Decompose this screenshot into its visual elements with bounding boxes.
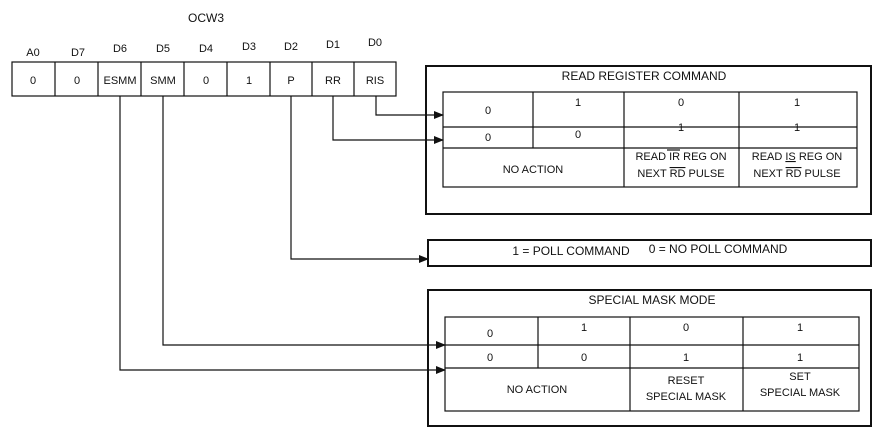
special-mask-no-action: NO ACTION	[507, 384, 568, 396]
register-cell-d7: 0	[74, 75, 80, 87]
special-mask-r1c3: 0	[683, 322, 689, 334]
bit-header-d7: D7	[71, 47, 85, 59]
read-is-reg-line1: READ IS REG ON	[752, 151, 843, 163]
special-mask-r2c1: 0	[487, 352, 493, 364]
reset-special-mask-line2: SPECIAL MASK	[646, 391, 727, 403]
read-register-r2c3: 1	[678, 122, 684, 134]
bit-headers: A0 D7 D6 D5 D4 D3 D2 D1 D0	[26, 37, 382, 59]
special-mask-r2c2: 0	[581, 352, 587, 364]
read-register-r2c1: 0	[485, 132, 491, 144]
bit-header-d3: D3	[242, 41, 256, 53]
register-cell-ris: RIS	[366, 75, 384, 87]
connector-smm	[162, 96, 446, 349]
register-cell-rr: RR	[325, 75, 341, 87]
read-register-r1c3: 0	[678, 97, 684, 109]
register-cell-a0: 0	[30, 75, 36, 87]
special-mask-r1c4: 1	[797, 322, 803, 334]
reset-special-mask-line1: RESET	[668, 375, 705, 387]
register-cell-smm: SMM	[150, 75, 176, 87]
register-cell-p: P	[287, 75, 294, 87]
bit-header-d2: D2	[284, 41, 298, 53]
bit-header-d0: D0	[368, 37, 382, 49]
special-mask-r2c4: 1	[797, 352, 803, 364]
register-cell-d3: 1	[246, 75, 252, 87]
rd-overline-text-2: RD	[786, 168, 802, 180]
special-mask-r2c3: 1	[683, 352, 689, 364]
poll-command-box: 1 = POLL COMMAND 0 = NO POLL COMMAND	[427, 239, 872, 267]
special-mask-title: SPECIAL MASK MODE	[589, 293, 716, 307]
set-special-mask-line2: SPECIAL MASK	[760, 387, 841, 399]
ocw3-title: OCW3	[188, 11, 224, 25]
read-register-r2c2: 0	[575, 129, 581, 141]
poll-text-1: 1 = POLL COMMAND	[512, 244, 630, 258]
bit-header-d5: D5	[156, 43, 170, 55]
bit-header-d6: D6	[113, 43, 127, 55]
connector-esmm	[119, 96, 446, 374]
rd-overline-text: RD	[670, 168, 686, 180]
special-mask-r1c1: 0	[487, 328, 493, 340]
read-register-r1c2: 1	[575, 97, 581, 109]
register-cell-d4: 0	[203, 75, 209, 87]
read-is-reg-line2: NEXT RD PULSE	[753, 168, 840, 180]
set-special-mask-line1: SET	[789, 371, 811, 383]
read-register-r1c1: 0	[485, 105, 491, 117]
ocw3-register: 0 0 ESMM SMM 0 1 P RR RIS	[11, 61, 397, 97]
is-underline-text: IS	[785, 151, 795, 163]
bit-header-a0: A0	[26, 47, 39, 59]
read-register-box: READ REGISTER COMMAND 0 1 0 1 0 0 1 1 NO…	[425, 65, 872, 215]
special-mask-r1c2: 1	[581, 322, 587, 334]
bit-header-d1: D1	[326, 39, 340, 51]
bit-header-d4: D4	[199, 43, 213, 55]
connector-p	[290, 96, 429, 263]
connector-rr	[332, 96, 444, 144]
poll-text-2: 0 = NO POLL COMMAND	[649, 242, 788, 256]
connector-ris	[375, 96, 444, 119]
special-mask-box: SPECIAL MASK MODE 0 1 0 1 0 0 1 1 NO ACT…	[427, 289, 872, 427]
read-ir-reg-line1: READ IR REG ON	[635, 151, 726, 163]
read-register-r1c4: 1	[794, 97, 800, 109]
read-register-title: READ REGISTER COMMAND	[562, 69, 727, 83]
register-cell-esmm: ESMM	[104, 75, 137, 87]
read-ir-reg-line2: NEXT RD PULSE	[637, 168, 724, 180]
connectors	[119, 96, 446, 374]
read-register-r2c4: 1	[794, 122, 800, 134]
read-register-no-action: NO ACTION	[503, 164, 564, 176]
